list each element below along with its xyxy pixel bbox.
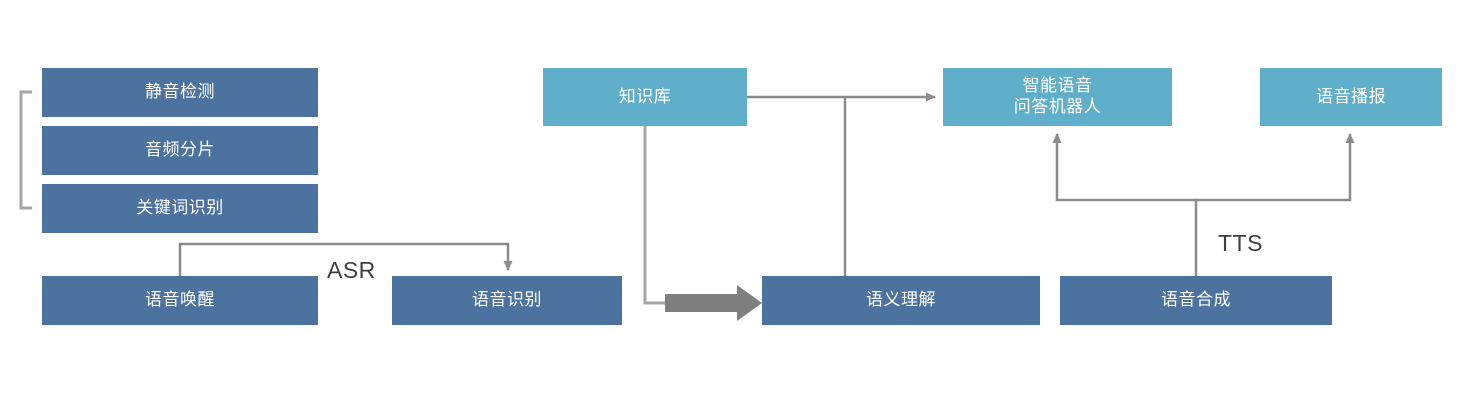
thick-arrow-to-semantic	[665, 285, 762, 321]
node-voice-wakeup[interactable]: 语音唤醒	[42, 276, 318, 325]
node-audio-segmentation[interactable]: 音频分片	[42, 126, 318, 175]
connector-synthesis-to-robot	[1052, 133, 1198, 276]
connector-synthesis-to-broadcast	[1196, 133, 1355, 202]
node-keyword-spotting[interactable]: 关键词识别	[42, 184, 318, 233]
connector-knowledgebase-to-semantic	[643, 126, 672, 305]
edge-label-tts: TTS	[1218, 230, 1263, 256]
node-speech-synthesis[interactable]: 语音合成	[1060, 276, 1332, 325]
node-knowledge-base[interactable]: 知识库	[543, 68, 747, 126]
node-semantic-understanding[interactable]: 语义理解	[762, 276, 1040, 325]
node-voice-broadcast[interactable]: 语音播报	[1260, 68, 1442, 126]
node-qa-robot[interactable]: 智能语音 问答机器人	[943, 68, 1172, 126]
preprocess-group-bracket	[19, 90, 32, 210]
node-speech-recognition[interactable]: 语音识别	[392, 276, 622, 325]
edge-label-asr: ASR	[327, 257, 376, 283]
node-silence-detection[interactable]: 静音检测	[42, 68, 318, 117]
